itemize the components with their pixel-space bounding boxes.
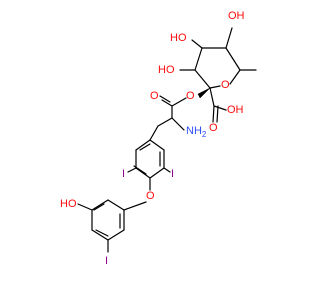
ring-oxygen-label: O (221, 79, 230, 91)
chain-bonds (149, 95, 187, 141)
carbonyl-oxygen-label-ester: O (150, 90, 159, 102)
diiodo-benzene-bonds (127, 139, 171, 191)
structural-formula: OH HO HO O O O O OH NH2 I I O HO I (60, 10, 257, 267)
ether-oxygen-label: O (146, 190, 155, 202)
amine-label: NH2 (186, 125, 207, 139)
hydroxyl-label-c4: HO (170, 32, 187, 44)
stereo-wedge (197, 87, 211, 99)
hydroxyl-label-c3: HO (158, 64, 175, 76)
iodine-label-left: I (122, 168, 125, 180)
hydroxyl-label-c5: OH (228, 10, 245, 22)
phenol-hydroxyl-label: HO (60, 198, 77, 210)
iodine-label-right: I (171, 168, 174, 180)
carboxyl-hydroxyl-label: OH (227, 104, 244, 116)
phenol-ring-bonds (77, 199, 147, 253)
sugar-ring-bonds (179, 27, 257, 123)
iodine-label-bottom: I (105, 255, 108, 267)
carbonyl-oxygen-label-acid: O (209, 122, 218, 134)
ester-oxygen-label: O (186, 90, 195, 102)
